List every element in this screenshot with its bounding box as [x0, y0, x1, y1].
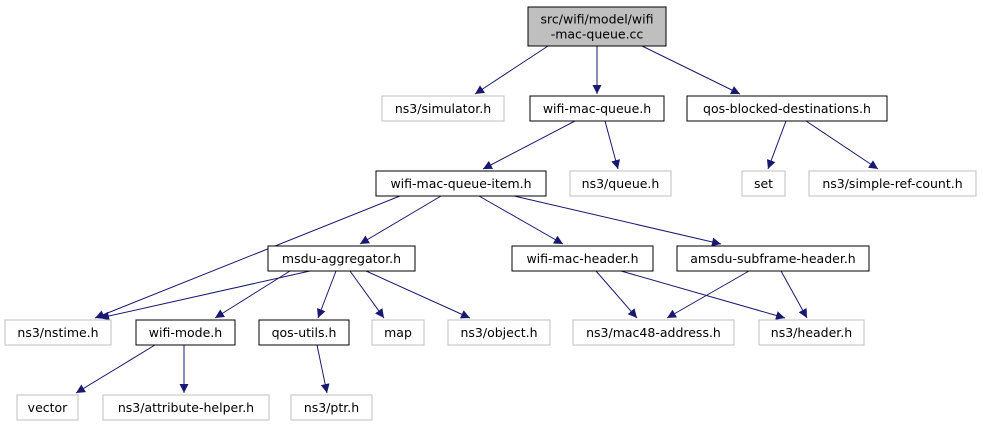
node-qos_utils[interactable]: qos-utils.h: [258, 319, 350, 346]
node-ptr: ns3/ptr.h: [290, 394, 373, 421]
node-box: [758, 319, 865, 346]
node-label: wifi-mac-queue-item.h: [390, 176, 531, 191]
node-box: [4, 319, 112, 346]
node-vector: vector: [16, 394, 79, 421]
edge-msdu_aggregator-to-object: [365, 270, 471, 319]
node-label: wifi-mac-header.h: [526, 251, 638, 266]
node-box: [676, 245, 870, 272]
node-label: qos-blocked-destinations.h: [703, 101, 871, 116]
node-label: ns3/queue.h: [582, 176, 660, 191]
node-box: [511, 245, 654, 272]
node-box: [16, 394, 79, 421]
edge-qos_utils-to-ptr: [316, 344, 330, 394]
node-msdu_aggregator[interactable]: msdu-aggregator.h: [267, 245, 416, 272]
node-label: wifi-mac-queue.h: [543, 101, 651, 116]
node-box: [375, 170, 547, 197]
node-box: [371, 319, 425, 346]
edge-msdu_aggregator-to-qos_utils: [317, 270, 337, 319]
node-label: ns3/header.h: [771, 325, 852, 340]
node-box: [686, 95, 888, 122]
edge-wifi_mac_header-to-mac48: [595, 270, 638, 319]
node-label: set: [754, 176, 773, 191]
node-label: msdu-aggregator.h: [282, 251, 401, 266]
edge-wifi_mac_header-to-header: [620, 270, 786, 320]
node-wifi_mac_header[interactable]: wifi-mac-header.h: [511, 245, 654, 272]
edge-amsdu_subframe-to-mac48: [666, 270, 750, 319]
edge-msdu_aggregator-to-map: [349, 270, 385, 319]
node-box: [529, 95, 665, 122]
node-label: ns3/simple-ref-count.h: [822, 176, 962, 191]
node-object: ns3/object.h: [447, 319, 551, 346]
node-wifi_mac_queue_item[interactable]: wifi-mac-queue-item.h: [375, 170, 547, 197]
node-label: -mac-queue.cc: [551, 27, 644, 42]
node-box: [258, 319, 350, 346]
node-label: wifi-mode.h: [149, 325, 222, 340]
edge-amsdu_subframe-to-header: [780, 270, 808, 319]
node-box: [447, 319, 551, 346]
edges-layer: [75, 45, 879, 394]
edge-wifi_mac_queue_item-to-wifi_mac_header: [478, 195, 564, 245]
edge-wifi_mac_queue_item-to-msdu_aggregator: [359, 195, 442, 245]
node-box: [527, 6, 667, 47]
edge-root-to-simulator: [474, 45, 549, 95]
node-wifi_mode[interactable]: wifi-mode.h: [135, 319, 236, 346]
node-header: ns3/header.h: [758, 319, 865, 346]
node-label: map: [384, 325, 412, 340]
node-label: ns3/simulator.h: [395, 101, 491, 116]
node-label: vector: [28, 400, 69, 415]
node-amsdu_subframe[interactable]: amsdu-subframe-header.h: [676, 245, 870, 272]
edge-root-to-qos_blocked: [641, 45, 741, 95]
edge-msdu_aggregator-to-nstime: [99, 270, 311, 321]
nodes-layer: src/wifi/model/wifi-mac-queue.cc ns3/simu…: [4, 6, 977, 421]
node-label: ns3/attribute-helper.h: [118, 400, 254, 415]
edge-wifi_mac_queue_item-to-amsdu_subframe: [513, 195, 722, 247]
edge-msdu_aggregator-to-wifi_mode: [214, 270, 291, 319]
node-wifi_mac_queue[interactable]: wifi-mac-queue.h: [529, 95, 665, 122]
node-map: map: [371, 319, 425, 346]
node-simple_ref_count: ns3/simple-ref-count.h: [808, 170, 977, 197]
edge-wifi_mac_queue-to-queue: [604, 120, 620, 170]
node-box: [741, 170, 786, 197]
node-set: set: [741, 170, 786, 197]
edge-qos_blocked-to-set: [766, 120, 787, 170]
node-box: [569, 170, 672, 197]
node-label: ns3/object.h: [460, 325, 537, 340]
node-label: amsdu-subframe-header.h: [690, 251, 855, 266]
edge-wifi_mode-to-vector: [75, 344, 156, 394]
node-box: [808, 170, 977, 197]
node-box: [102, 394, 270, 421]
node-box: [381, 95, 505, 122]
node-attribute_helper: ns3/attribute-helper.h: [102, 394, 270, 421]
node-box: [572, 319, 735, 346]
node-mac48: ns3/mac48-address.h: [572, 319, 735, 346]
node-root[interactable]: src/wifi/model/wifi-mac-queue.cc: [527, 6, 667, 47]
node-box: [290, 394, 373, 421]
node-nstime: ns3/nstime.h: [4, 319, 112, 346]
edge-qos_blocked-to-simple_ref_count: [805, 120, 879, 170]
edge-wifi_mac_queue-to-wifi_mac_queue_item: [482, 120, 576, 170]
node-label: qos-utils.h: [272, 325, 337, 340]
edge-wifi_mac_queue_item-to-nstime: [94, 195, 401, 319]
node-box: [135, 319, 236, 346]
node-label: ns3/nstime.h: [17, 325, 98, 340]
node-qos_blocked[interactable]: qos-blocked-destinations.h: [686, 95, 888, 122]
node-simulator: ns3/simulator.h: [381, 95, 505, 122]
node-label: ns3/mac48-address.h: [586, 325, 721, 340]
node-box: [267, 245, 416, 272]
node-label: ns3/ptr.h: [304, 400, 359, 415]
node-label: src/wifi/model/wifi: [541, 12, 654, 27]
node-queue: ns3/queue.h: [569, 170, 672, 197]
